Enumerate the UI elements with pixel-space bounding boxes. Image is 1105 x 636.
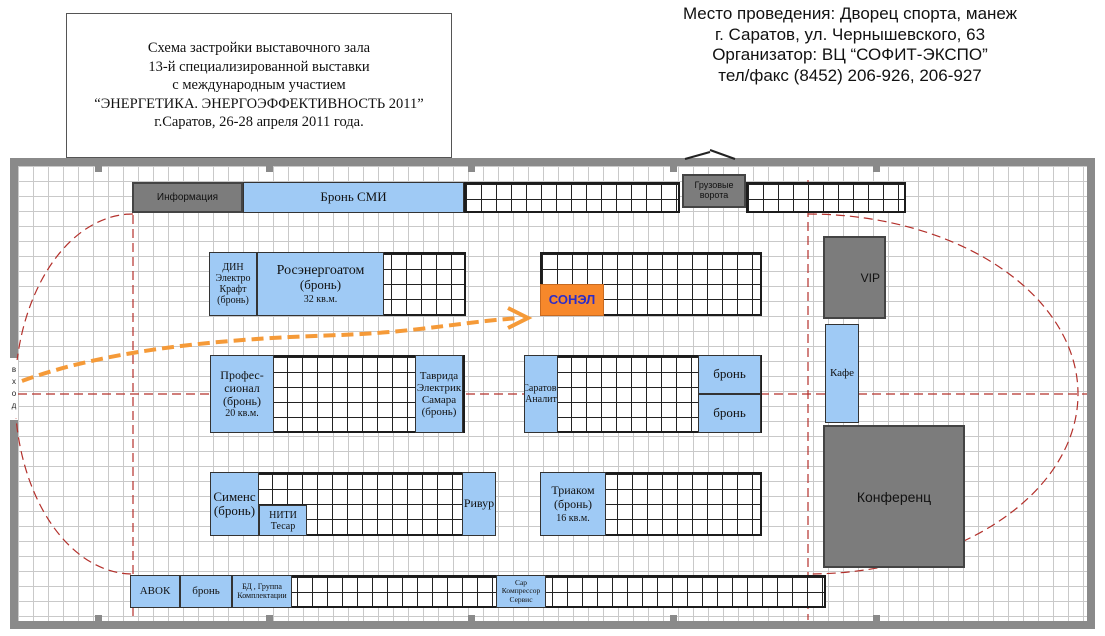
booth-triakom-area: 16 кв.м. <box>556 512 590 524</box>
venue-line-1: Место проведения: Дворец спорта, манеж <box>682 4 1018 23</box>
cafe[interactable]: Кафе <box>825 324 859 423</box>
venue-line-4: тел/факс (8452) 206-926, 206-927 <box>718 66 982 86</box>
info-desk[interactable]: Информация <box>132 182 243 213</box>
booth-bron-2[interactable]: бронь <box>698 394 761 433</box>
vip-room[interactable]: VIP <box>823 236 886 319</box>
booth-triakom[interactable]: Триаком (бронь) 16 кв.м. <box>540 472 606 536</box>
top-wall <box>10 158 1089 166</box>
booth-bron-2-label: бронь <box>713 405 746 421</box>
title-line-2: 13-й специализированной выставки <box>148 58 370 75</box>
cafe-label: Кафе <box>829 367 855 380</box>
booth-rosenergoatom-status: (бронь) <box>299 277 342 293</box>
booth-rivur-label: Ривур <box>463 496 495 511</box>
conference-room[interactable]: Конференц <box>823 425 965 568</box>
gate-door-icon <box>684 149 736 160</box>
right-wall <box>1087 158 1095 629</box>
booth-bron-3[interactable]: бронь <box>180 575 232 608</box>
booth-din-label: ДИН Электро Крафт (бронь) <box>215 262 251 306</box>
booth-saratov-analit[interactable]: Саратов- Аналит <box>524 355 558 433</box>
booth-sonel-label: СОНЭЛ <box>548 291 596 307</box>
booth-rosenergoatom-area: 32 кв.м. <box>303 294 338 306</box>
booth-din-elektro-kraft[interactable]: ДИН Электро Крафт (бронь) <box>209 252 257 316</box>
booth-bron-1[interactable]: бронь <box>698 355 761 394</box>
stand-block-top-right <box>746 182 906 213</box>
venue-info: Место проведения: Дворец спорта, манеж г… <box>640 4 1060 87</box>
conference-room-label: Конференц <box>856 488 932 505</box>
booth-smi[interactable]: Бронь СМИ <box>243 182 464 213</box>
entrance[interactable]: вход <box>10 360 18 418</box>
venue-line-3: Организатор: ВЦ “СОФИТ-ЭКСПО” <box>712 45 988 65</box>
cargo-gate-label: Грузовые ворота <box>694 180 734 200</box>
venue-line-2: г. Саратов, ул. Чернышевского, 63 <box>714 24 986 44</box>
title-line-5: г.Саратов, 26-28 апреля 2011 года. <box>154 114 364 131</box>
booth-rivur[interactable]: Ривур <box>462 472 496 536</box>
booth-sar-kompressor-label: Сар Компрессор Сервис <box>501 578 541 604</box>
booth-profesional-status: (бронь) <box>223 394 261 409</box>
booth-avok[interactable]: АВОК <box>130 575 180 608</box>
cargo-gate[interactable]: Грузовые ворота <box>682 174 746 208</box>
booth-rosenergoatom[interactable]: Росэнергоатом (бронь) 32 кв.м. <box>257 252 384 316</box>
booth-avok-label: АВОК <box>139 585 171 598</box>
booth-sonel[interactable]: СОНЭЛ <box>540 284 604 316</box>
booth-profesional-name: Профес- сионал <box>220 367 264 395</box>
booth-bron-3-label: бронь <box>192 585 220 598</box>
left-wall-lower <box>10 420 18 629</box>
booth-smi-label: Бронь СМИ <box>320 189 387 205</box>
booth-triakom-label: Триаком (бронь) <box>551 483 595 511</box>
booth-niti-label: НИТИ Тесар <box>269 509 297 532</box>
booth-saratov-analit-label: Саратов- Аналит <box>524 383 558 405</box>
booth-profesional-area: 20 кв.м. <box>225 408 259 420</box>
booth-siemens[interactable]: Сименс (бронь) <box>210 472 259 536</box>
title-line-3: с международным участием <box>172 77 346 94</box>
booth-sar-kompressor[interactable]: Сар Компрессор Сервис <box>496 575 546 608</box>
booth-siemens-label: Сименс (бронь) <box>213 488 256 518</box>
booth-rosenergoatom-name: Росэнергоатом <box>276 262 365 278</box>
title-block: Схема застройки выставочного зала 13-й с… <box>66 13 452 158</box>
booth-bron-1-label: бронь <box>713 366 746 382</box>
info-desk-label: Информация <box>156 192 219 203</box>
booth-profesional[interactable]: Профес- сионал (бронь) 20 кв.м. <box>210 355 274 433</box>
title-line-1: Схема застройки выставочного зала <box>147 40 371 57</box>
bottom-wall <box>10 621 1089 629</box>
vip-room-label: VIP <box>860 270 880 285</box>
booth-bd-group-label: БД , Группа Комплектации <box>237 581 287 600</box>
stand-block-top <box>464 182 680 213</box>
booth-tavrida-label: Таврида Электрик Самара (бронь) <box>416 369 462 419</box>
booth-niti-tesar[interactable]: НИТИ Тесар <box>259 505 307 536</box>
booth-tavrida-elektrik[interactable]: Таврида Электрик Самара (бронь) <box>415 355 463 433</box>
entrance-label: вход <box>11 365 17 410</box>
title-line-4: “ЭНЕРГЕТИКА. ЭНЕРГОЭФФЕКТИВНОСТЬ 2011” <box>94 95 424 112</box>
left-wall-upper <box>10 158 18 358</box>
booth-bd-group[interactable]: БД , Группа Комплектации <box>232 575 292 608</box>
